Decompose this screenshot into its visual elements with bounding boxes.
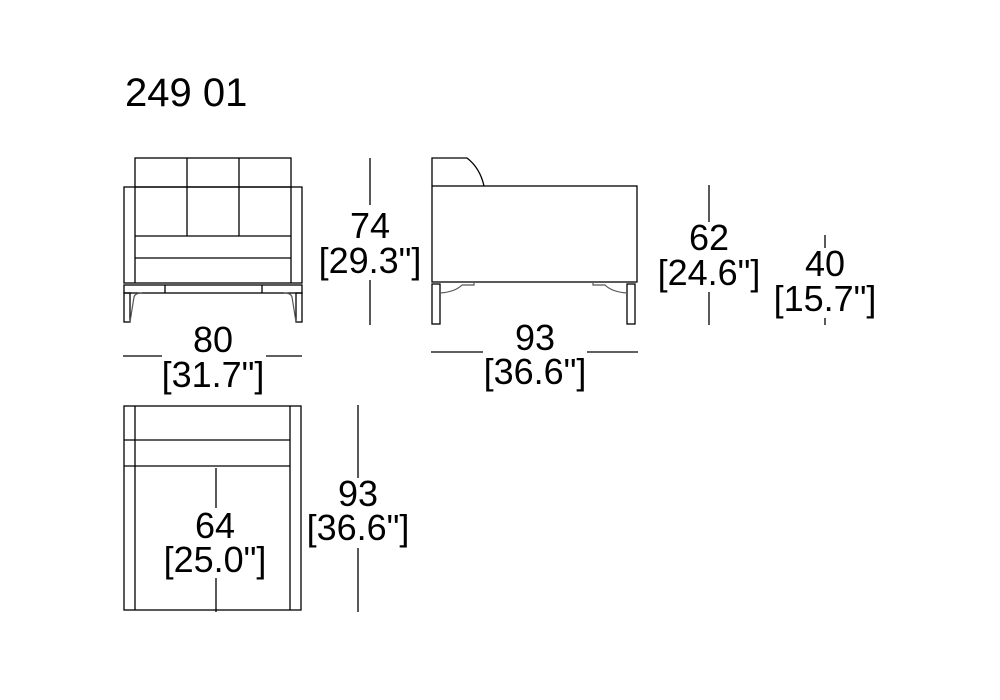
- top-depth-cm: 93: [338, 473, 378, 514]
- side-view: [431, 157, 638, 325]
- seat-depth-cm: 64: [195, 505, 235, 546]
- front-view: [123, 157, 303, 323]
- front-width-cm: 80: [193, 319, 233, 360]
- top-depth-in: [36.6"]: [307, 507, 410, 548]
- top-view: [123, 405, 302, 611]
- side-depth-in: [36.6"]: [484, 351, 587, 392]
- seat-depth-in: [25.0"]: [164, 539, 267, 580]
- height-cm: 74: [350, 205, 390, 246]
- front-width-in: [31.7"]: [162, 354, 265, 395]
- side-depth-cm: 93: [515, 317, 555, 358]
- height-in: [29.3"]: [319, 240, 422, 281]
- arm-height-in: [24.6"]: [658, 252, 761, 293]
- model-number: 249 01: [125, 71, 247, 115]
- arm-height-cm: 62: [689, 217, 729, 258]
- seat-height-cm: 40: [805, 243, 845, 284]
- seat-height-in: [15.7"]: [774, 278, 877, 319]
